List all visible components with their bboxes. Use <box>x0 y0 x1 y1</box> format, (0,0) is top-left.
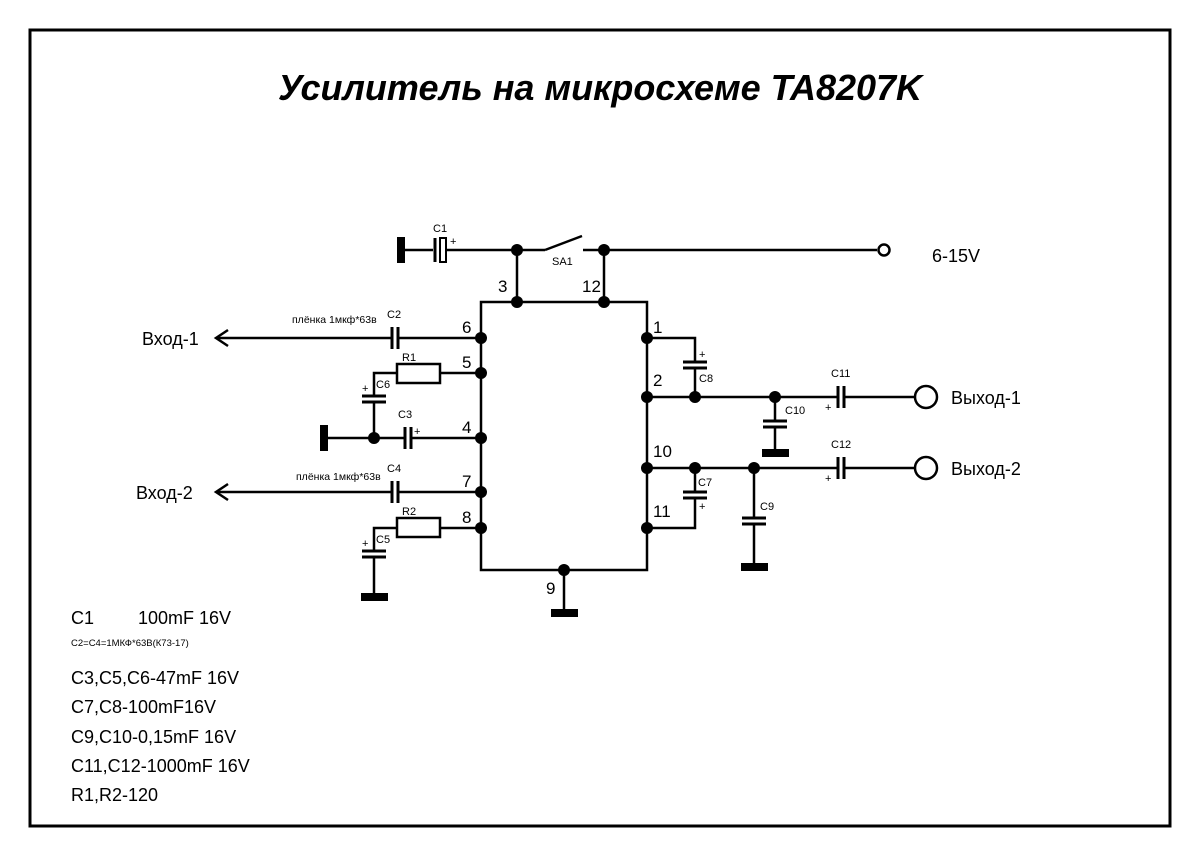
resistor-r1 <box>395 362 442 385</box>
drawing-frame <box>28 28 1172 828</box>
pin-1-label: 1 <box>653 318 662 337</box>
bom-c1-ref: C1 <box>71 608 94 628</box>
input-2-label[interactable]: Вход-2 <box>136 483 193 503</box>
ic-body <box>479 300 649 572</box>
capacitor-c9: C9 <box>742 501 774 526</box>
input-1-circuit: Вход-1 C2 плёнка 1мкф*63в 6 R1 5 C6 + <box>142 309 487 451</box>
ground-symbol-c1 <box>397 237 405 263</box>
svg-text:C5: C5 <box>376 534 390 546</box>
pin-11-label: 11 <box>653 502 671 521</box>
svg-text:C4: C4 <box>387 463 401 475</box>
capacitor-c8: C8 + <box>683 349 713 385</box>
capacitor-c10: C10 <box>763 405 805 429</box>
pin-2-label: 2 <box>653 371 662 390</box>
ground-symbol-c5 <box>361 593 388 601</box>
svg-text:C6: C6 <box>376 379 390 391</box>
svg-text:SA1: SA1 <box>552 256 573 268</box>
svg-text:C12: C12 <box>831 439 851 451</box>
output-1-circuit: 1 C8 + 2 C10 C11 + Выход-1 <box>641 318 1021 457</box>
svg-text:+: + <box>362 538 368 550</box>
bom-line: C3,C5,C6-47mF 16V <box>71 668 239 688</box>
svg-text:+: + <box>825 402 831 414</box>
svg-text:R2: R2 <box>402 506 416 518</box>
bom-line: C7,C8-100mF16V <box>71 697 216 717</box>
bill-of-materials: C1 100mF 16V C2=C4=1МКФ*63В(К73-17) C3,C… <box>71 608 250 805</box>
capacitor-c6: C6 + <box>362 379 390 404</box>
svg-text:+: + <box>825 473 831 485</box>
pin-4-label: 4 <box>462 418 471 437</box>
supply-circuit: C1 + SA1 6-15V 3 12 <box>397 223 980 308</box>
svg-text:C9: C9 <box>760 501 774 513</box>
svg-text:C3: C3 <box>398 409 412 421</box>
svg-text:C11: C11 <box>831 368 850 380</box>
output-1-label: Выход-1 <box>951 388 1021 408</box>
pin-8-label: 8 <box>462 508 471 527</box>
svg-text:C1: C1 <box>433 223 447 235</box>
bom-c1-value: 100mF 16V <box>138 608 231 628</box>
capacitor-c11: C11 + <box>825 368 850 414</box>
ground-symbol-ic <box>551 609 578 617</box>
capacitor-c1: C1 + <box>433 223 456 263</box>
ground-symbol-c9 <box>741 563 768 571</box>
svg-text:плёнка 1мкф*63в: плёнка 1мкф*63в <box>296 471 381 483</box>
supply-voltage-label: 6-15V <box>932 246 980 266</box>
capacitor-c12: C12 + <box>825 439 851 485</box>
svg-text:+: + <box>699 501 705 513</box>
pin-10-label: 10 <box>653 442 672 461</box>
output-1-terminal[interactable] <box>913 384 939 410</box>
pin-12-label: 12 <box>582 277 601 296</box>
svg-text:C7: C7 <box>698 477 712 489</box>
capacitor-c4: C4 плёнка 1мкф*63в <box>296 463 401 503</box>
supply-terminal[interactable] <box>877 243 891 257</box>
pin-6-label: 6 <box>462 318 471 337</box>
svg-text:+: + <box>414 426 420 438</box>
bom-line: R1,R2-120 <box>71 785 158 805</box>
svg-text:R1: R1 <box>402 352 416 364</box>
resistor-r2 <box>395 516 442 539</box>
ground-symbol-c10 <box>762 449 789 457</box>
capacitor-c2: C2 плёнка 1мкф*63в <box>292 309 401 349</box>
output-2-label: Выход-2 <box>951 459 1021 479</box>
pin-9-ground: 9 <box>546 564 578 617</box>
output-2-circuit: 10 C7 + 11 C9 C12 + Выход-2 <box>641 439 1021 571</box>
bom-line: C9,C10-0,15mF 16V <box>71 727 236 747</box>
capacitor-c5: C5 + <box>362 534 390 559</box>
svg-text:плёнка 1мкф*63в: плёнка 1мкф*63в <box>292 314 377 326</box>
switch-sa1[interactable]: SA1 <box>544 234 583 268</box>
ground-symbol-c3 <box>320 425 328 451</box>
pin-3-label: 3 <box>498 277 507 296</box>
svg-text:+: + <box>362 383 368 395</box>
svg-text:C2: C2 <box>387 309 401 321</box>
pin-5-label: 5 <box>462 353 471 372</box>
bom-line: C11,C12-1000mF 16V <box>71 756 250 776</box>
svg-text:C10: C10 <box>785 405 805 417</box>
pin-9-label: 9 <box>546 579 555 598</box>
pin-7-label: 7 <box>462 472 471 491</box>
input-1-label[interactable]: Вход-1 <box>142 329 199 349</box>
page-title: Усилитель на микросхеме TA8207K <box>278 67 925 108</box>
svg-text:C8: C8 <box>699 373 713 385</box>
input-2-circuit: Вход-2 C4 плёнка 1мкф*63в 7 R2 8 C5 + <box>136 463 487 601</box>
capacitor-c3: C3 + <box>398 409 420 449</box>
output-2-terminal[interactable] <box>913 455 939 481</box>
bom-c2-c4: C2=C4=1МКФ*63В(К73-17) <box>71 638 189 649</box>
svg-text:+: + <box>699 349 705 361</box>
capacitor-c7: C7 + <box>683 477 712 513</box>
svg-text:+: + <box>450 236 456 248</box>
